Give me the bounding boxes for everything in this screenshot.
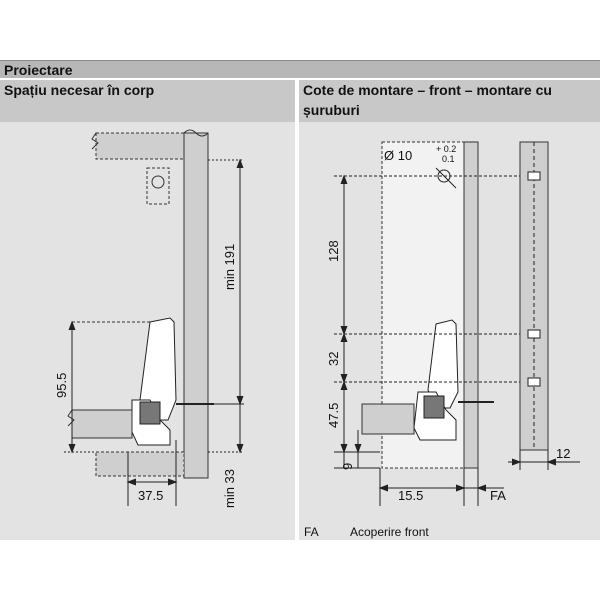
section-title: Proiectare: [0, 60, 600, 78]
break-mark: [91, 132, 99, 150]
top-board: [95, 132, 185, 160]
dim-min191: min 191: [222, 244, 237, 290]
break-mark: [183, 129, 209, 137]
dim-47-5: 47.5: [326, 403, 341, 428]
dim-15-5: 15.5: [398, 488, 423, 503]
dim-9: 9: [340, 463, 355, 470]
left-drawing: [64, 129, 244, 506]
break-mark: [67, 409, 75, 427]
dim-tol-plus: + 0.2: [436, 144, 456, 154]
dim-12: 12: [556, 446, 570, 461]
dim-tol-minus: 0.1: [442, 154, 455, 164]
dim-37-5: 37.5: [138, 488, 163, 503]
dim-hole: Ø 10: [384, 148, 412, 163]
footer-abbr: FA: [304, 525, 319, 539]
hole-circle: [151, 175, 165, 189]
dim-32: 32: [326, 352, 341, 366]
cabinet-side: [463, 141, 479, 469]
right-panel-title: Cote de montare – front – montare cu șur…: [299, 80, 600, 122]
bottom-board: [95, 451, 185, 477]
footer-desc: Acoperire front: [350, 525, 429, 539]
drawer-bottom: [361, 403, 415, 435]
dim-128: 128: [326, 240, 341, 262]
dim-fa: FA: [490, 488, 506, 503]
fitting-clip: [139, 401, 161, 425]
dim-min33: min 33: [222, 469, 237, 508]
side-panel: [183, 132, 209, 479]
left-panel-title: Spațiu necesar în corp: [0, 80, 295, 122]
drawer-bottom: [71, 409, 133, 439]
dim-95-5: 95.5: [54, 373, 69, 398]
right-drawing: [334, 141, 580, 506]
dashed-box: [146, 167, 170, 205]
